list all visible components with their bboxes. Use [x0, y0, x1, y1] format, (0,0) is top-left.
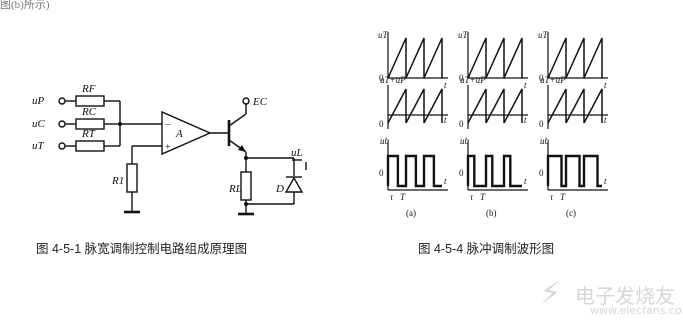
t-label: t: [444, 80, 447, 90]
input-label-up: uP: [32, 95, 45, 107]
row3-label: ub: [540, 136, 550, 146]
op-amp: [161, 110, 212, 156]
origin-label: 0: [539, 73, 544, 83]
period-label: T: [560, 192, 566, 202]
watermark-brand: 电子发烧友: [575, 284, 675, 308]
t-label: t: [524, 80, 527, 90]
row2-label: uT+uP: [380, 75, 406, 85]
row2-label: uT+uP: [460, 75, 486, 85]
origin-label: 0: [379, 73, 384, 83]
row1-label: uT: [458, 30, 469, 40]
input-label-ut: uT: [32, 140, 45, 152]
svg-text:+: +: [165, 142, 171, 153]
resistor-label-rt: RT: [81, 128, 96, 140]
svg-text:−: −: [165, 120, 171, 131]
row2-label: uT+uP: [540, 75, 566, 85]
diode-label: D: [275, 183, 284, 195]
origin-label: 0: [459, 119, 464, 129]
t-label: t: [444, 115, 447, 125]
offset-sawtooth-wave: [467, 88, 523, 124]
top-fragment: 图(b)所示): [0, 0, 50, 11]
t-label: t: [524, 176, 527, 186]
resistor-label-rl: RL: [228, 183, 242, 195]
caption-left: 图 4-5-1 脉宽调制控制电路组成原理图: [36, 242, 248, 256]
period-label: T: [480, 192, 486, 202]
sawtooth-wave: [547, 37, 603, 79]
resistor-label-rc: RC: [81, 106, 97, 118]
column-label: (b): [486, 208, 497, 218]
offset-sawtooth-wave: [547, 88, 603, 124]
t-label: t: [604, 80, 607, 90]
t-label: t: [444, 176, 447, 186]
sawtooth-wave: [467, 37, 523, 79]
row3-label: ub: [380, 136, 390, 146]
period-label: T: [400, 192, 406, 202]
origin-label: 0: [539, 119, 544, 129]
row1-label: uT: [378, 30, 389, 40]
resistor-label-r1: R1: [111, 175, 124, 187]
t-label: t: [604, 115, 607, 125]
origin-label: 0: [379, 119, 384, 129]
tau-label: τ: [550, 192, 554, 202]
t-label: t: [604, 176, 607, 186]
t-label: t: [524, 115, 527, 125]
watermark-url: www.elecfans.com: [590, 304, 683, 317]
input-label-uc: uC: [32, 118, 46, 130]
supply-terminal: [242, 97, 250, 105]
tau-label: τ: [390, 192, 394, 202]
caption-right: 图 4-5-4 脉冲调制波形图: [418, 242, 555, 256]
offset-sawtooth-wave: [387, 88, 443, 124]
sawtooth-wave: [387, 37, 443, 79]
column-label: (c): [566, 208, 576, 218]
origin-label: 0: [379, 168, 384, 178]
tau-label: τ: [470, 192, 474, 202]
op-amp-label: A: [175, 128, 183, 140]
row1-label: uT: [538, 30, 549, 40]
pulse-wave: [546, 154, 602, 188]
supply-label: EC: [252, 96, 268, 108]
origin-label: 0: [459, 168, 464, 178]
origin-label: 0: [539, 168, 544, 178]
watermark-logo: ⚡: [540, 276, 562, 311]
pulse-wave: [466, 154, 522, 188]
load-voltage-label: uL: [291, 147, 303, 159]
resistor-label-rf: RF: [81, 83, 96, 95]
column-label: (a): [406, 208, 416, 218]
row3-label: ub: [460, 136, 470, 146]
pulse-wave: [386, 154, 442, 188]
origin-label: 0: [459, 73, 464, 83]
